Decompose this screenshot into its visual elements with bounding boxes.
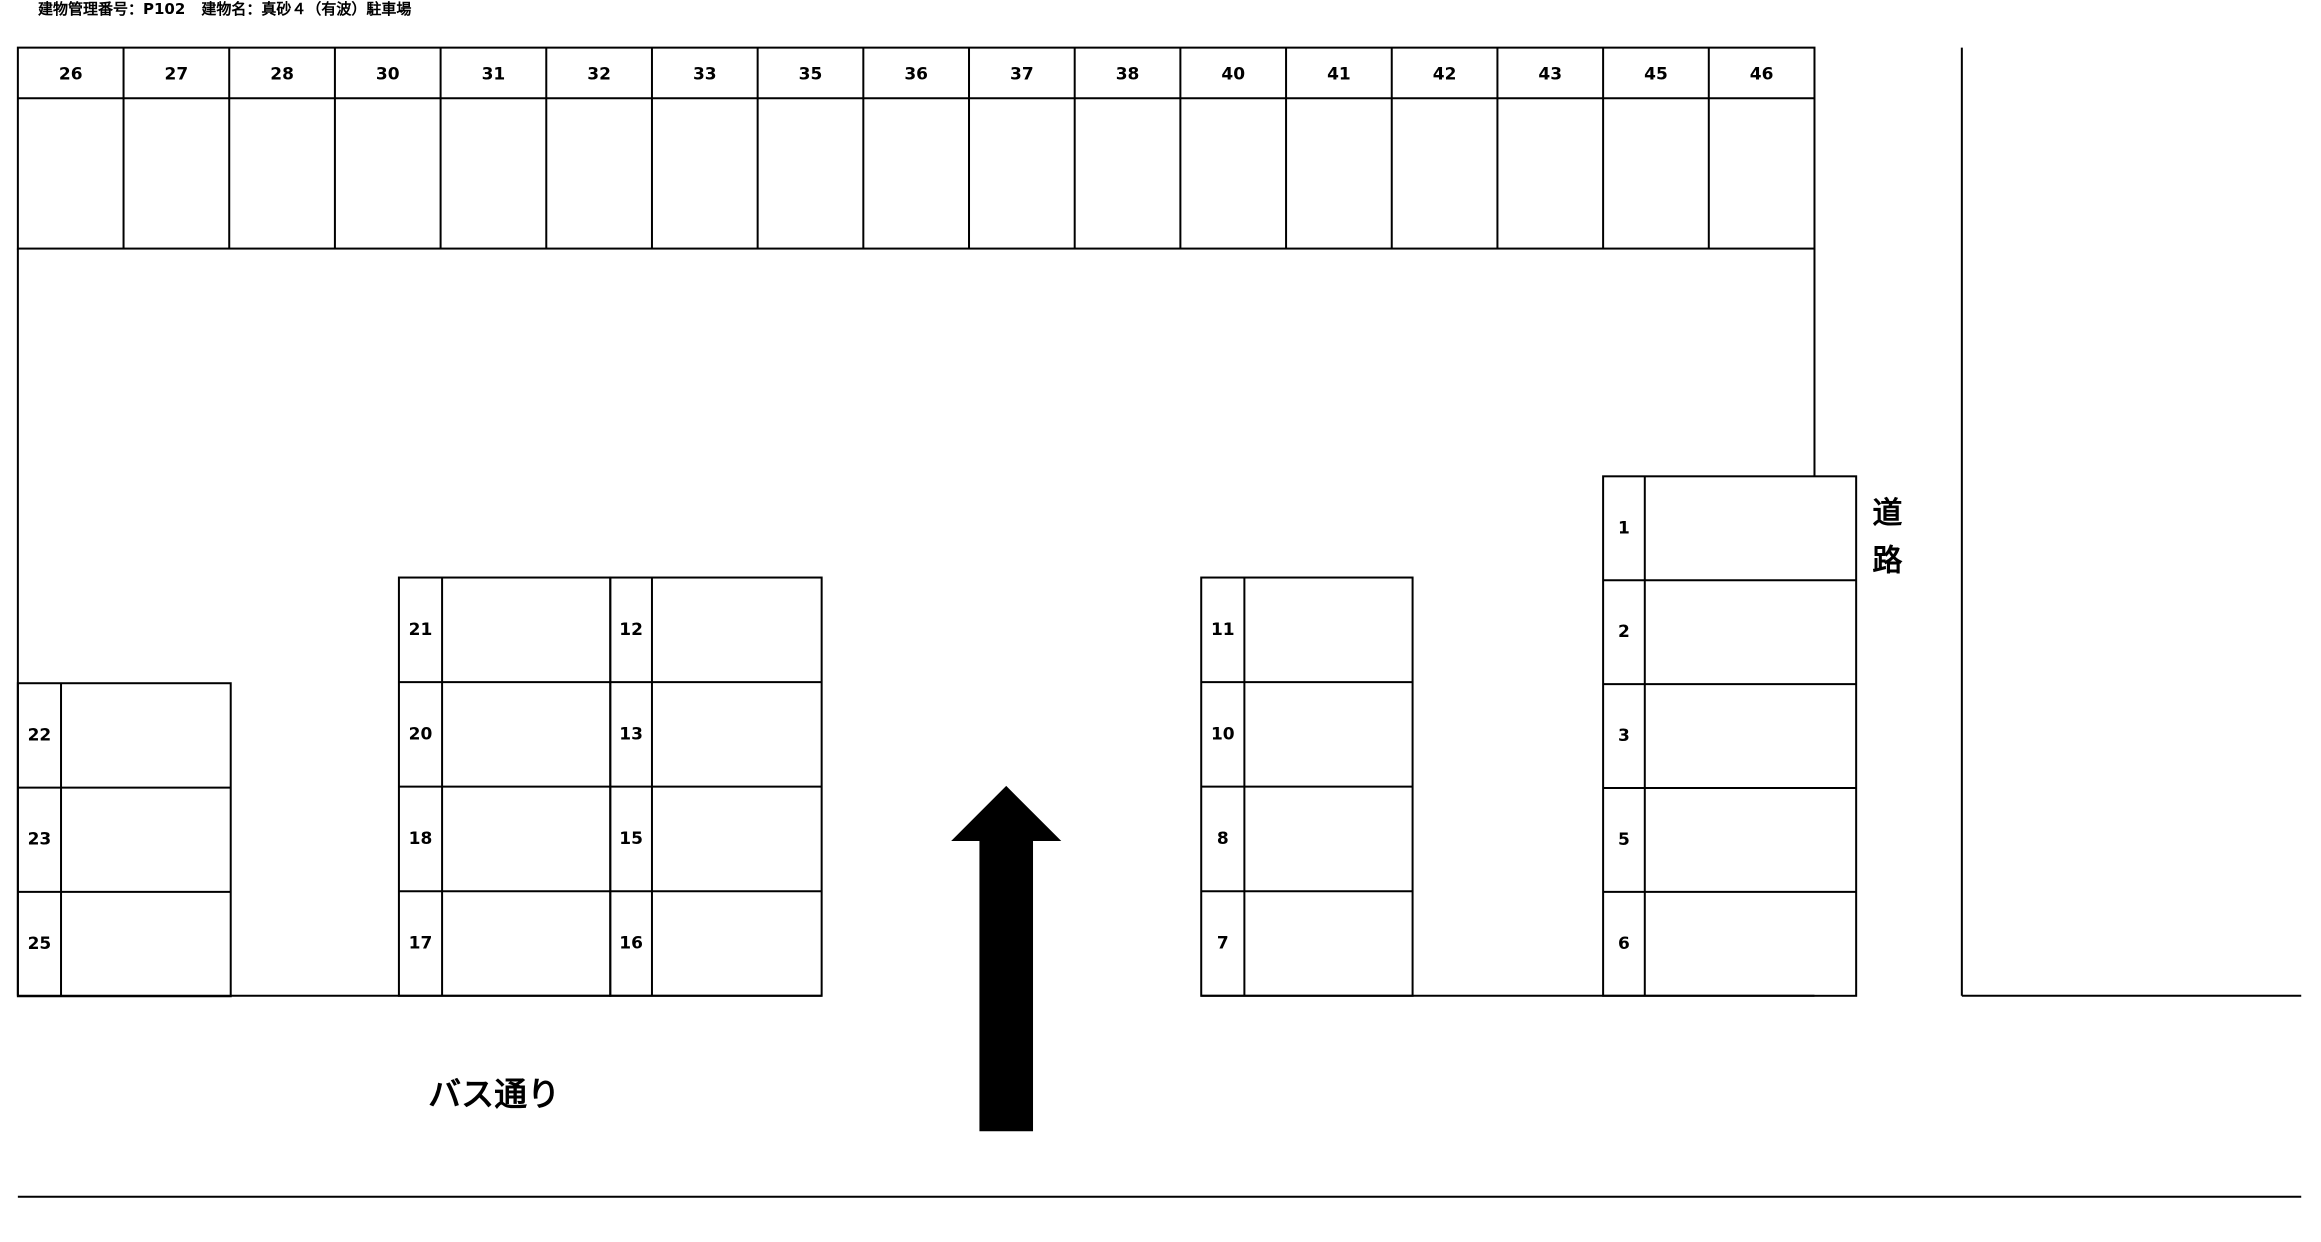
- parking-space-36: 36: [904, 64, 928, 84]
- road-label-line2: 路: [1872, 544, 1903, 579]
- parking-space-33: 33: [693, 64, 717, 84]
- parking-space-37: 37: [1010, 64, 1034, 84]
- parking-space-2: 2: [1618, 622, 1630, 642]
- parking-space-35: 35: [799, 64, 823, 84]
- parking-space-41: 41: [1327, 64, 1351, 84]
- parking-space-3: 3: [1618, 726, 1630, 746]
- parking-space-17: 17: [409, 934, 433, 954]
- parking-space-46: 46: [1750, 64, 1774, 84]
- parking-space-38: 38: [1116, 64, 1140, 84]
- parking-space-10: 10: [1211, 724, 1235, 744]
- parking-space-42: 42: [1433, 64, 1457, 84]
- parking-space-31: 31: [482, 64, 506, 84]
- parking-space-26: 26: [59, 64, 83, 84]
- parking-space-40: 40: [1221, 64, 1245, 84]
- parking-space-7: 7: [1217, 934, 1229, 954]
- bus-street-label: バス通り: [428, 1075, 560, 1114]
- parking-space-8: 8: [1217, 829, 1229, 849]
- parking-space-13: 13: [619, 724, 643, 744]
- parking-space-6: 6: [1618, 934, 1630, 954]
- road-label-line1: 道: [1872, 496, 1902, 531]
- parking-space-28: 28: [270, 64, 294, 84]
- arrow-up-icon: [951, 785, 1062, 1132]
- parking-space-18: 18: [409, 829, 433, 849]
- parking-space-5: 5: [1618, 830, 1630, 850]
- parking-space-1: 1: [1618, 518, 1630, 538]
- management-number: 建物管理番号：P102: [38, 0, 186, 18]
- parking-space-21: 21: [409, 620, 433, 640]
- parking-space-25: 25: [28, 934, 52, 954]
- parking-space-45: 45: [1644, 64, 1668, 84]
- parking-space-23: 23: [28, 830, 52, 850]
- parking-space-32: 32: [587, 64, 611, 84]
- left-block-outline: [16, 682, 232, 998]
- parking-space-16: 16: [619, 934, 643, 954]
- parking-space-27: 27: [165, 64, 189, 84]
- parking-space-15: 15: [619, 829, 643, 849]
- lot-header: 建物管理番号：P102 建物名：真砂４（有波）駐車場: [38, 0, 411, 18]
- right-block-outline: [1602, 475, 1858, 997]
- parking-space-22: 22: [28, 725, 52, 745]
- parking-space-43: 43: [1538, 64, 1562, 84]
- top-row-outline: [16, 46, 1816, 250]
- parking-space-20: 20: [409, 724, 433, 744]
- parking-space-30: 30: [376, 64, 400, 84]
- parking-space-11: 11: [1211, 620, 1235, 640]
- parking-space-12: 12: [619, 620, 643, 640]
- building-name: 建物名：真砂４（有波）駐車場: [201, 0, 412, 18]
